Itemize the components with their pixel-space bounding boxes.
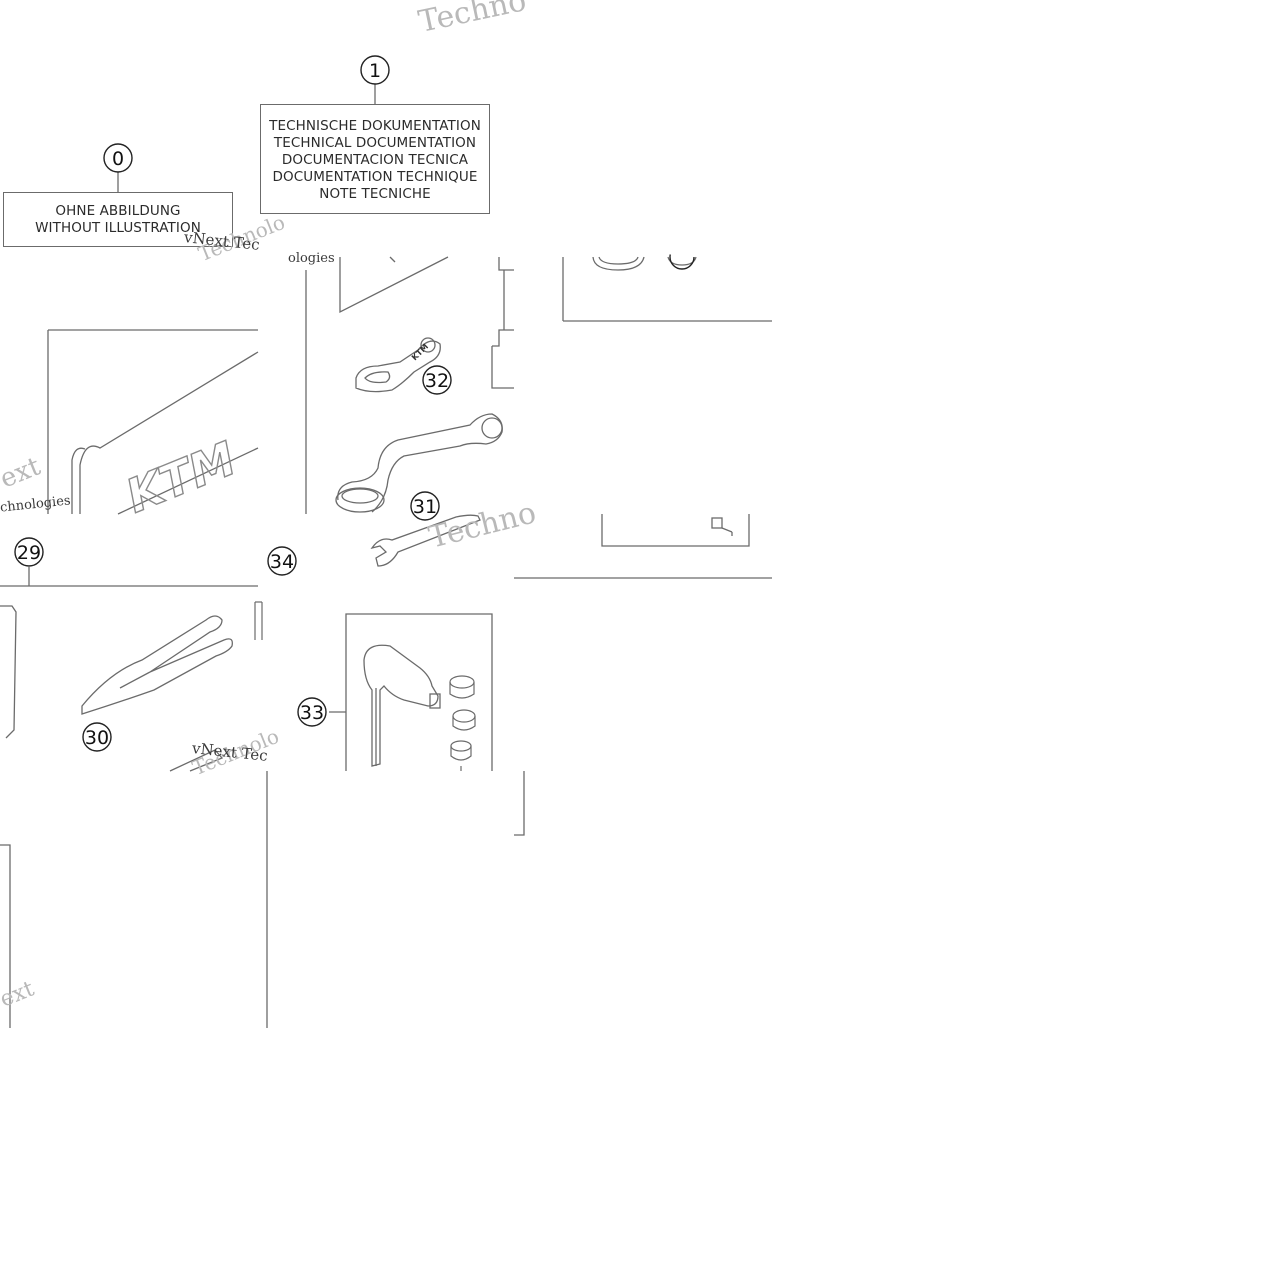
bit-socket <box>452 709 476 731</box>
callout-circle-0 <box>103 143 133 173</box>
bit-socket <box>450 740 472 761</box>
box-text-line: OHNE ABBILDUNG <box>55 203 181 219</box>
wrench-32 <box>355 340 441 393</box>
ring-part <box>592 256 645 271</box>
bit-socket <box>449 675 475 699</box>
technical-documentation-box: TECHNISCHE DOKUMENTATION TECHNICAL DOCUM… <box>260 104 490 214</box>
callout-number-31: 31 <box>413 496 437 518</box>
post-part <box>498 257 514 271</box>
callout-circle-31 <box>410 491 440 521</box>
blank-area <box>772 0 1285 1285</box>
callout-number-1: 1 <box>369 60 381 82</box>
box-text-line: NOTE TECNICHE <box>319 186 431 202</box>
box-text-line: TECHNISCHE DOKUMENTATION <box>269 118 481 134</box>
watermark-text: ologies <box>288 251 335 266</box>
no-illustration-box: OHNE ABBILDUNG WITHOUT ILLUSTRATION <box>3 192 233 247</box>
callout-number-30: 30 <box>85 727 109 749</box>
callout-circle-30 <box>82 722 112 752</box>
wrench-31 <box>337 413 503 513</box>
frame-line <box>601 514 750 547</box>
blank-area <box>0 1028 772 1285</box>
open-end-wrench <box>370 514 481 567</box>
small-plug <box>711 517 723 529</box>
ktm-cover <box>79 351 259 514</box>
manual-book <box>0 605 17 739</box>
callout-circle-34 <box>267 546 297 576</box>
callout-circle-1 <box>360 55 390 85</box>
box-text-line: WITHOUT ILLUSTRATION <box>35 220 201 236</box>
frame-line <box>0 844 11 1028</box>
document-sheet <box>339 256 449 314</box>
ktm-logo: KTM <box>118 431 243 523</box>
callout-number-29: 29 <box>17 542 41 564</box>
callout-circle-29 <box>14 537 44 567</box>
frame-line <box>514 771 525 836</box>
callout-number-32: 32 <box>425 370 449 392</box>
callout-number-0: 0 <box>112 148 124 170</box>
callout-circle-32 <box>422 365 452 395</box>
callout-number-33: 33 <box>300 702 324 724</box>
tool-kit-frame <box>345 613 493 771</box>
pliers-30 <box>81 615 233 715</box>
box-text-line: DOCUMENTACION TECNICA <box>281 152 469 168</box>
callout-number-34: 34 <box>270 551 294 573</box>
callout-circle-33 <box>297 697 327 727</box>
box-text-line: TECHNICAL DOCUMENTATION <box>273 135 477 151</box>
t-handle-hex-key-33 <box>363 644 439 767</box>
box-text-line: DOCUMENTATION TECHNIQUE <box>272 169 478 185</box>
